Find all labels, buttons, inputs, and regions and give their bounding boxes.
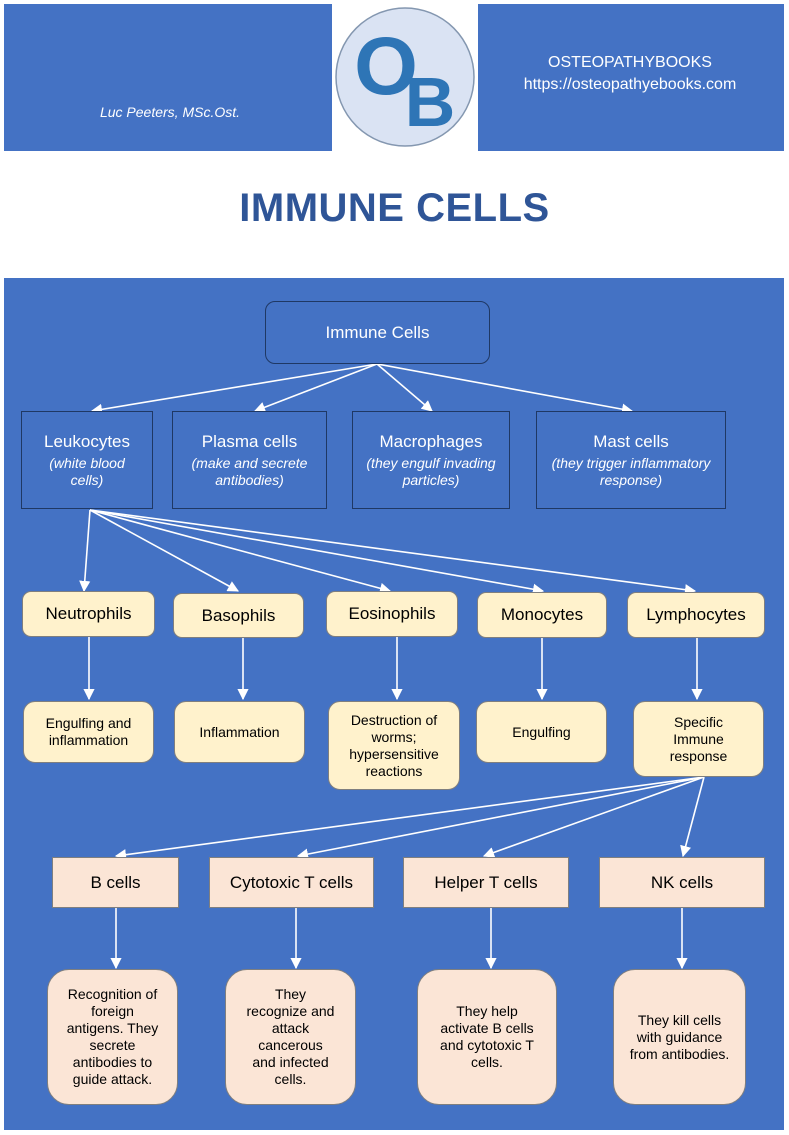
node-text: They kill cells with guidance from antib… — [629, 1011, 730, 1062]
node-label: Basophils — [201, 605, 276, 625]
node-label: Lymphocytes — [646, 605, 746, 624]
node-label: Monocytes — [500, 605, 584, 624]
edge-leuko-lymphocytes — [89, 509, 697, 596]
edge-response-bcells — [114, 776, 705, 861]
node-helper-t-cells: Helper T cells — [403, 857, 569, 908]
node-cytotoxic-function: They recognize and attack cancerous and … — [225, 969, 356, 1105]
logo-letter-o: O — [354, 21, 418, 112]
node-b-cells: B cells — [52, 857, 179, 908]
edge-leuko-neutrophils — [79, 509, 91, 593]
edge-root-mast — [376, 363, 634, 415]
node-label: Macrophages — [379, 431, 483, 451]
node-label: B cells — [90, 872, 141, 892]
node-note: (make and secrete antibodies) — [191, 454, 308, 488]
node-b-cells-function: Recognition of foreign antigens. They se… — [47, 969, 178, 1105]
brand-name: OSTEOPATHYBOOKS — [548, 54, 712, 71]
node-note: (they engulf invading particles) — [366, 454, 496, 488]
node-label: Neutrophils — [45, 604, 132, 623]
node-basophils-function: Inflammation — [174, 701, 305, 763]
node-label: Plasma cells — [201, 431, 298, 451]
edge-response-nk — [680, 776, 705, 858]
edge-response-cytotoxic — [296, 776, 705, 860]
edge-leuko-eosinophils — [89, 509, 392, 594]
node-monocytes-function: Engulfing — [476, 701, 607, 763]
node-text: Recognition of foreign antigens. They se… — [66, 986, 159, 1087]
node-nk-function: They kill cells with guidance from antib… — [613, 969, 746, 1105]
node-helper-function: They help activate B cells and cytotoxic… — [417, 969, 557, 1105]
node-monocytes: Monocytes — [477, 592, 607, 638]
node-text: Destruction of worms; hypersensitive rea… — [349, 711, 439, 779]
node-macrophages: Macrophages (they engulf invading partic… — [352, 411, 510, 509]
node-label: Immune Cells — [325, 322, 430, 342]
node-label: Leukocytes — [44, 431, 130, 451]
node-lymphocytes: Lymphocytes — [627, 592, 765, 638]
node-mast-cells: Mast cells (they trigger inflammatory re… — [536, 411, 726, 509]
edge-response-helper — [482, 776, 705, 858]
node-eosinophils: Eosinophils — [326, 591, 458, 637]
node-leukocytes: Leukocytes (white blood cells) — [21, 411, 153, 509]
node-text: Engulfing — [512, 723, 571, 740]
edge-root-plasma — [253, 363, 378, 413]
node-cytotoxic-t-cells: Cytotoxic T cells — [209, 857, 374, 908]
node-neutrophils: Neutrophils — [22, 591, 155, 637]
brand-block: OSTEOPATHYBOOKS https://osteopathyebooks… — [490, 52, 770, 96]
brand-url[interactable]: https://osteopathyebooks.com — [523, 76, 737, 93]
logo-letter-b: B — [405, 63, 456, 141]
node-note: (white blood cells) — [49, 454, 125, 488]
node-text: Specific Immune response — [669, 713, 728, 764]
edge-leuko-monocytes — [89, 509, 545, 595]
node-label: Mast cells — [593, 431, 669, 451]
node-plasma-cells: Plasma cells (make and secrete antibodie… — [172, 411, 327, 509]
node-lymphocytes-function: Specific Immune response — [633, 701, 764, 777]
node-immune-cells: Immune Cells — [265, 301, 490, 364]
edge-leuko-basophils — [89, 509, 239, 592]
page-title: IMMUNE CELLS — [239, 186, 550, 230]
node-neutrophils-function: Engulfing and inflammation — [23, 701, 154, 763]
ob-logo: O B — [335, 7, 475, 147]
edge-root-macrophages — [376, 363, 433, 412]
node-eosinophils-function: Destruction of worms; hypersensitive rea… — [328, 701, 460, 790]
node-label: NK cells — [650, 872, 714, 892]
author-name: Luc Peeters, MSc.Ost. — [99, 104, 241, 120]
node-basophils: Basophils — [173, 593, 304, 638]
node-label: Helper T cells — [434, 872, 538, 892]
node-note: (they trigger inflammatory response) — [551, 454, 711, 488]
node-label: Cytotoxic T cells — [229, 872, 354, 892]
edge-root-leukocytes — [90, 363, 378, 415]
node-text: They help activate B cells and cytotoxic… — [440, 1003, 534, 1070]
node-text: They recognize and attack cancerous and … — [246, 986, 335, 1087]
node-text: Engulfing and inflammation — [45, 715, 132, 748]
node-text: Inflammation — [199, 723, 280, 740]
node-label: Eosinophils — [348, 604, 436, 623]
node-nk-cells: NK cells — [599, 857, 765, 908]
